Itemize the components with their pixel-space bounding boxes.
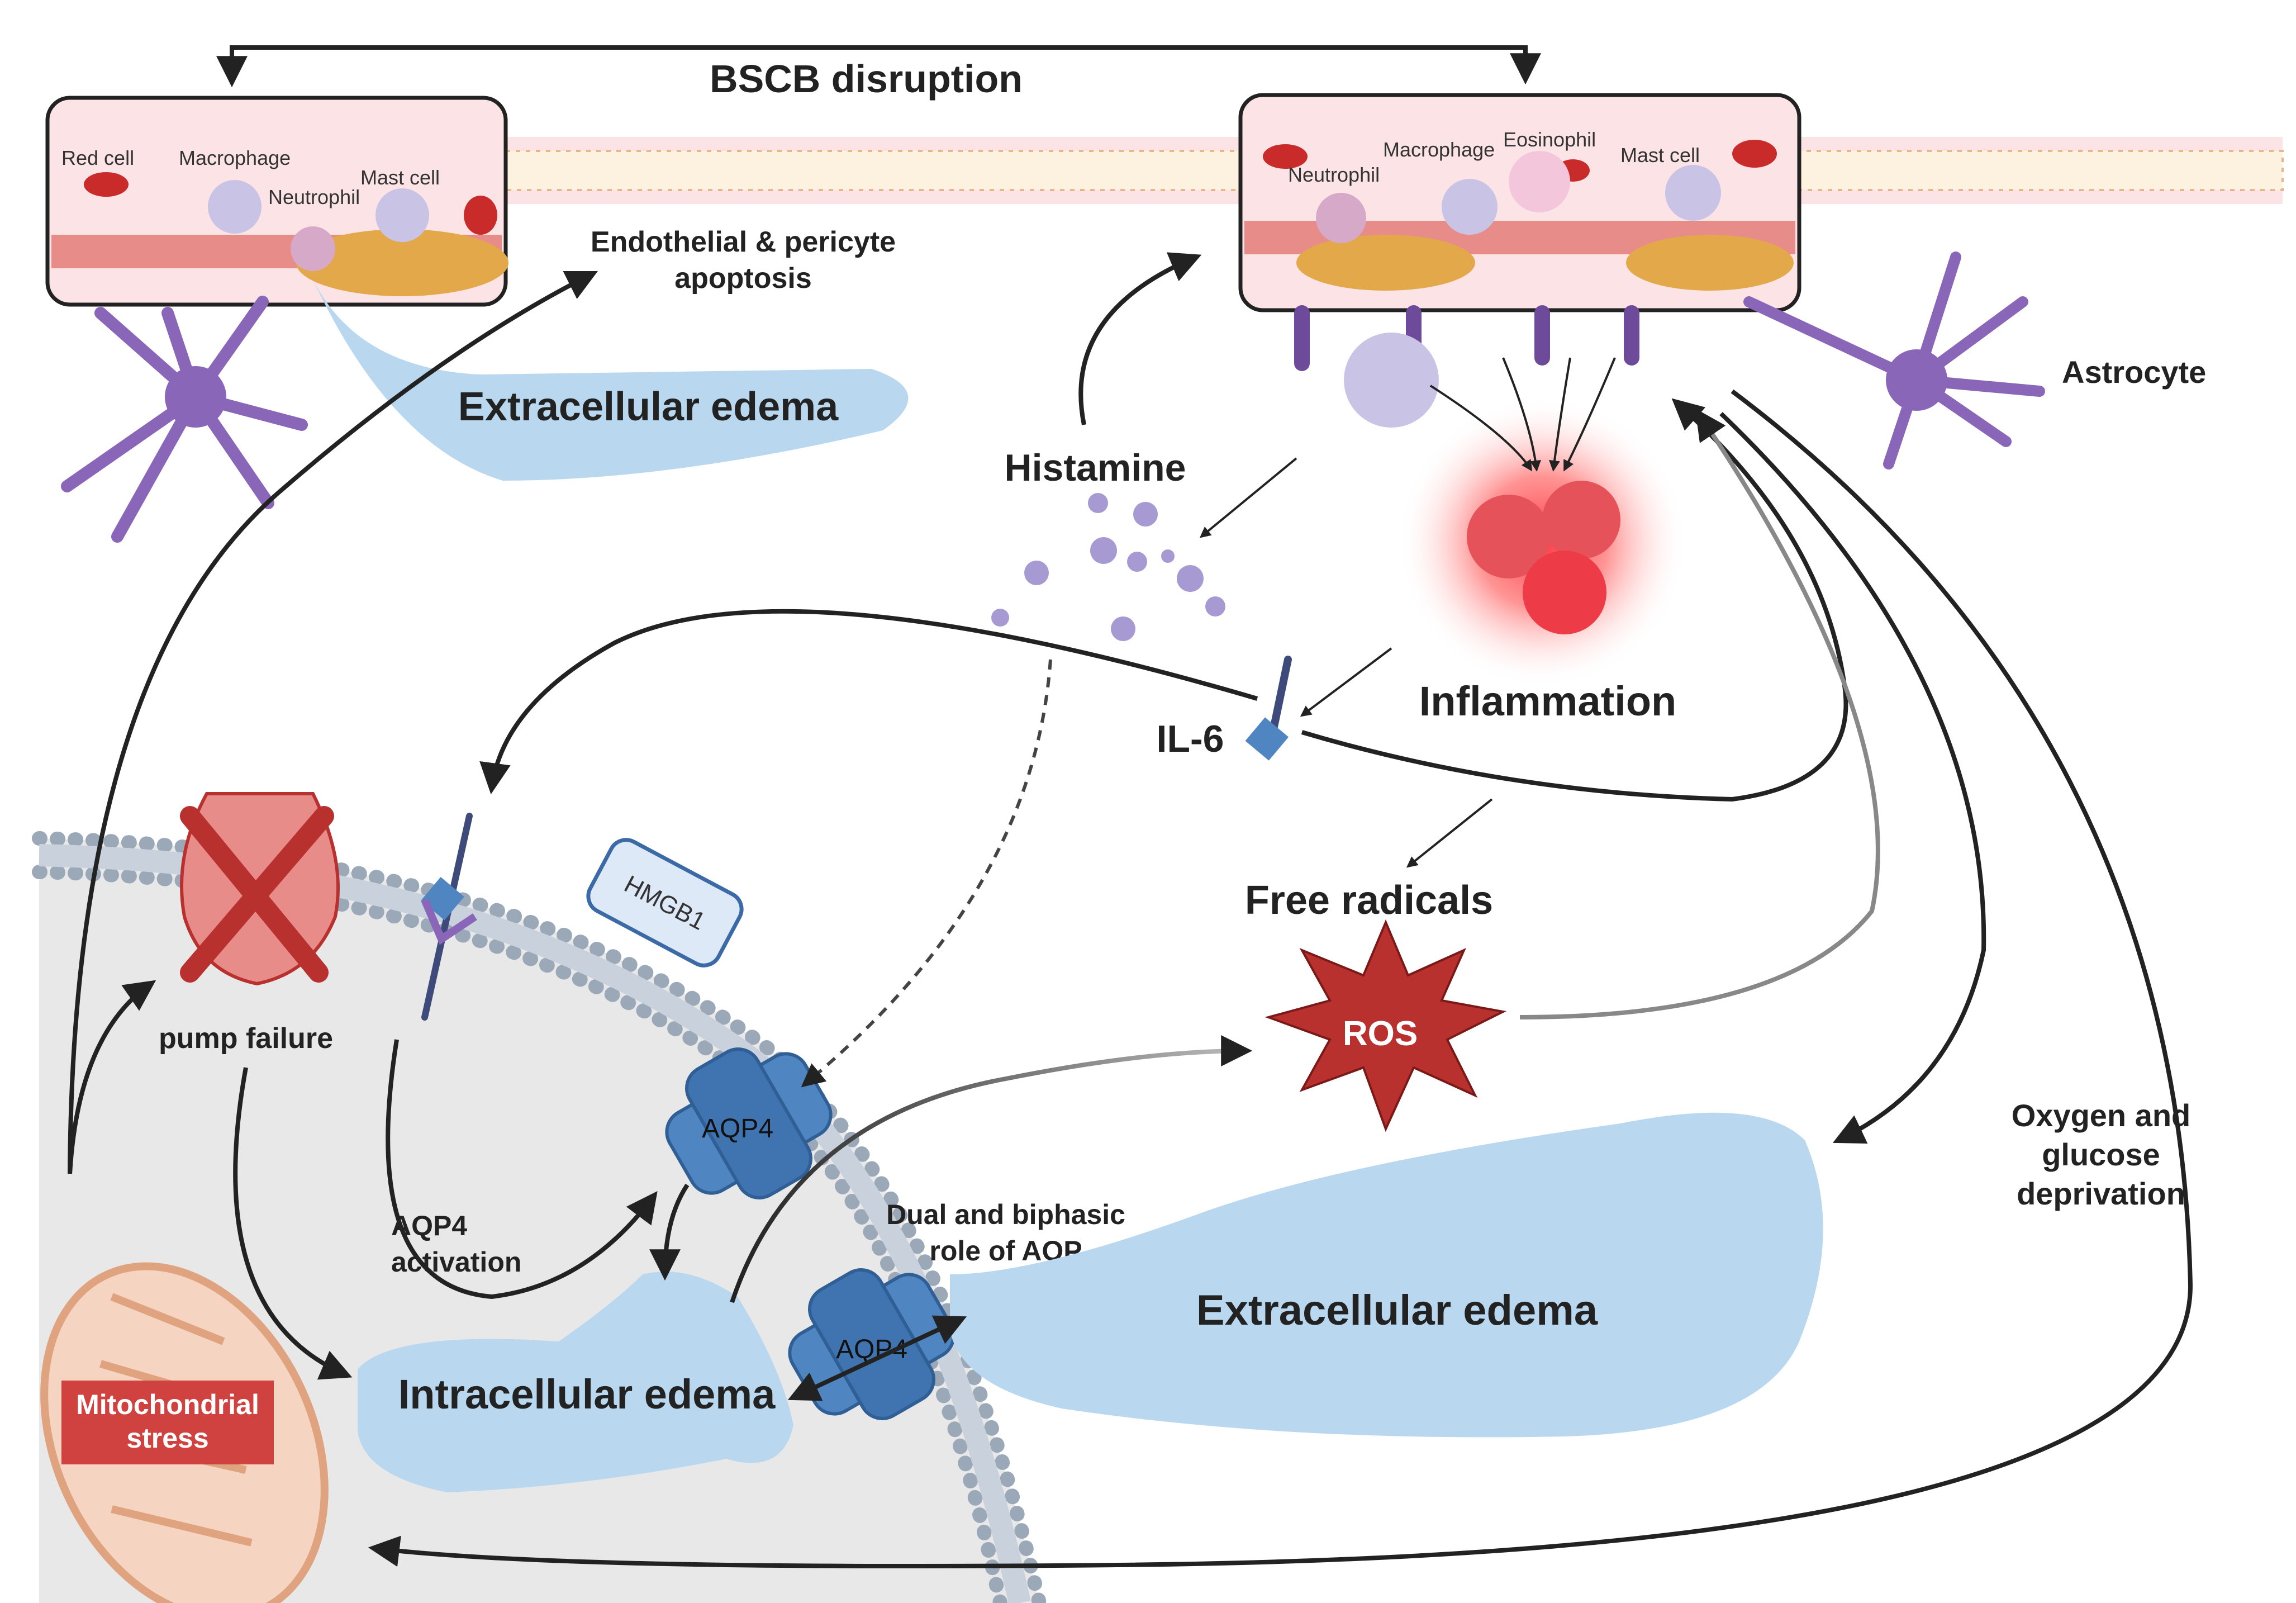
free-radicals-label: Free radicals xyxy=(1245,878,1493,923)
dual-role-label-1: Dual and biphasic xyxy=(886,1199,1125,1230)
extracellular-edema-main xyxy=(950,1112,1823,1438)
intracellular-edema-label: Intracellular edema xyxy=(398,1371,776,1417)
astrocyte-label: Astrocyte xyxy=(2062,354,2206,390)
pump-failure-label: pump failure xyxy=(159,1022,333,1055)
mito-stress-badge xyxy=(61,1381,274,1464)
ogd-label-1: Oxygen and xyxy=(2012,1098,2191,1133)
macrophage-label: Macrophage xyxy=(179,146,291,169)
macrophage-label: Macrophage xyxy=(1383,138,1495,161)
pump-icon xyxy=(180,792,340,986)
red-cell-label: Red cell xyxy=(61,146,134,169)
macrophage-icon xyxy=(1442,179,1498,235)
mast-cell-icon xyxy=(1665,165,1721,221)
degranulating-cell-icon xyxy=(1344,333,1439,428)
extracellular-edema-top xyxy=(313,279,909,481)
ogd-label-3: deprivation xyxy=(2017,1176,2185,1211)
aqp4-top-label: AQP4 xyxy=(702,1114,773,1144)
eosinophil-icon xyxy=(1509,151,1570,212)
histamine-arrow xyxy=(1199,457,1297,538)
inflammation-to-il6-arrow xyxy=(1300,647,1392,717)
extracellular-edema-main-label: Extracellular edema xyxy=(1196,1287,1598,1334)
astrocyte-left-icon xyxy=(61,296,308,543)
bscb-arrows xyxy=(216,45,1541,88)
vessel-right: Neutrophil Macrophage Eosinophil Mast ce… xyxy=(1238,93,1801,312)
hmgb1-box xyxy=(586,838,744,968)
vessel-left: Red cell Macrophage Neutrophil Mast cell xyxy=(45,96,508,307)
il6-icon xyxy=(1245,656,1292,761)
mito-stress-label-1: Mitochondrial xyxy=(76,1389,259,1420)
mast-cell-label: Mast cell xyxy=(1620,144,1700,167)
inflammation-label: Inflammation xyxy=(1419,678,1676,724)
histamine-granules-icon xyxy=(991,493,1225,641)
endothelial-label-2: apoptosis xyxy=(674,262,812,295)
flow-arrows xyxy=(68,252,2193,1568)
il6-label: IL-6 xyxy=(1157,718,1224,760)
intracellular-edema xyxy=(358,1272,793,1492)
macrophage-icon xyxy=(208,180,262,234)
il6-receptor-icon xyxy=(421,813,477,1021)
red-cell-icon xyxy=(84,172,129,197)
mast-cell-icon xyxy=(375,188,429,242)
neutrophil-icon xyxy=(1316,193,1366,243)
mast-cell-label: Mast cell xyxy=(360,166,440,189)
ros-label: ROS xyxy=(1343,1014,1418,1053)
histamine-label: Histamine xyxy=(1005,447,1186,489)
endothelial-label-1: Endothelial & pericyte xyxy=(591,226,896,258)
neutrophil-label: Neutrophil xyxy=(1288,163,1380,186)
histamine-to-aqp4-arrow xyxy=(801,659,1052,1088)
tissue-strip xyxy=(505,137,2284,204)
inflammation-to-radicals-arrow xyxy=(1406,798,1493,868)
mito-stress-label-2: stress xyxy=(126,1422,208,1454)
inflammation-arrows xyxy=(1429,357,1616,472)
ogd-label-2: glucose xyxy=(2042,1137,2160,1172)
ros-star-icon xyxy=(1265,919,1507,1132)
inflammation-glow xyxy=(1397,397,1687,687)
eosinophil-label: Eosinophil xyxy=(1503,128,1596,151)
astrocyte-right-icon xyxy=(1743,252,2045,469)
neutrophil-label: Neutrophil xyxy=(268,186,360,208)
title: BSCB disruption xyxy=(710,57,1023,101)
extracellular-edema-top-label: Extracellular edema xyxy=(458,385,839,429)
